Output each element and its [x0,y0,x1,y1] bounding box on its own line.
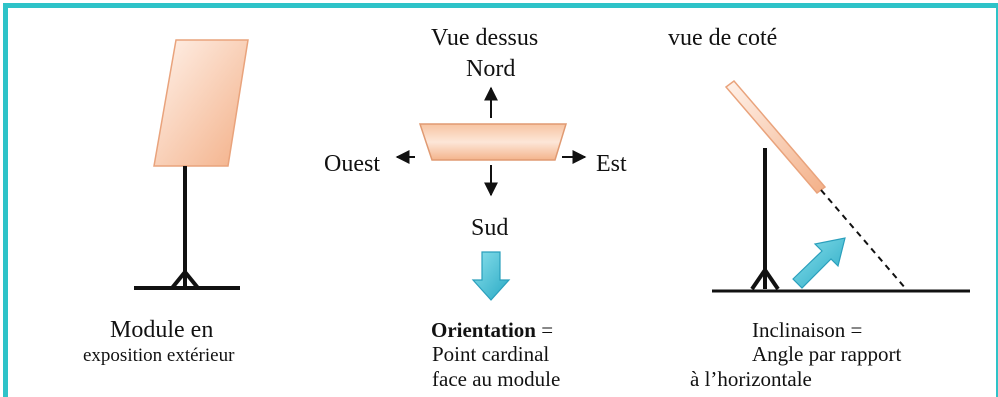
side-stand-feet [750,268,780,291]
orientation-caption-line3: face au module [432,367,561,391]
solar-panel-side [724,79,827,195]
module-caption-line1: Module en [110,317,214,343]
side-view-title: vue de coté [668,25,778,51]
module-stand-illustration [134,39,249,290]
inclination-arrow [792,237,846,289]
north-label: Nord [466,56,516,82]
module-caption-line2: exposition extérieur [83,345,235,366]
orientation-caption-line1: Orientation = [431,320,553,341]
south-label: Sud [471,215,509,241]
inclination-caption-line1: Inclinaison = [752,318,863,342]
east-label: Est [596,151,627,177]
inclination-guide-line [820,189,907,290]
top-view-title: Vue dessus [431,25,539,51]
top-view-compass [395,86,587,301]
solar-panel-front [153,39,249,167]
orientation-term: Orientation [431,318,536,342]
solar-panel-top [418,123,568,161]
stand-feet [170,270,200,290]
west-label: Ouest [324,151,380,177]
orientation-arrow [471,251,511,301]
orientation-caption-line2: Point cardinal [432,342,550,366]
side-view-illustration [712,79,970,293]
inclination-caption-line3: à l’horizontale [690,367,812,391]
inclination-caption-line2: Angle par rapport [752,342,902,366]
orientation-equals: = [536,318,554,342]
